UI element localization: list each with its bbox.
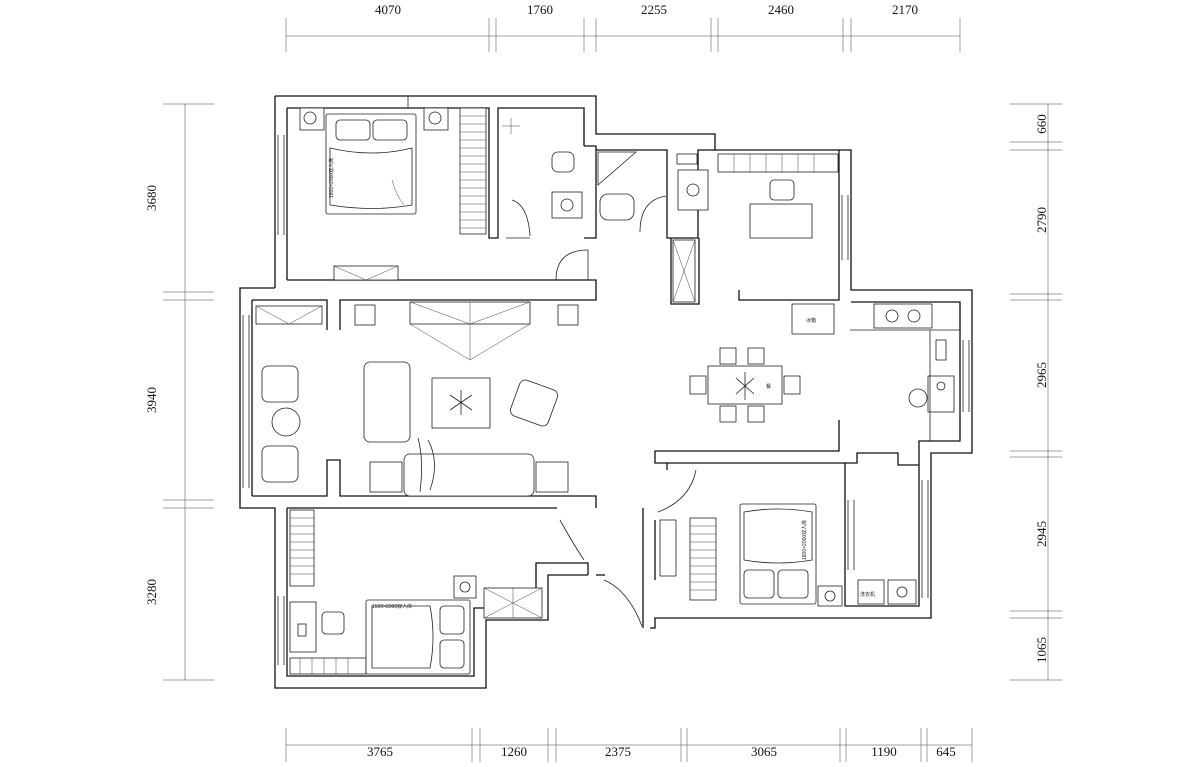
dim-left-3: 3280 bbox=[144, 579, 159, 605]
wardrobe-third bbox=[289, 509, 315, 587]
laundry-area: 洗衣机 bbox=[857, 579, 917, 605]
dim-right-5: 1065 bbox=[1034, 637, 1049, 663]
armchair-2 bbox=[261, 445, 299, 483]
lounge-chair bbox=[509, 379, 559, 427]
second-bedroom: 1800×2000双人床 bbox=[603, 469, 843, 627]
desk-chair-third bbox=[321, 611, 345, 635]
dim-bottom-4: 3065 bbox=[751, 744, 777, 759]
wardrobe-second bbox=[689, 517, 717, 601]
nightstand-right bbox=[423, 107, 449, 131]
master-bed bbox=[325, 113, 417, 215]
third-bed bbox=[365, 599, 471, 675]
dim-bottom-1: 3765 bbox=[367, 744, 393, 759]
dim-bottom-2: 1260 bbox=[501, 744, 527, 759]
fridge-label: 冰箱 bbox=[806, 317, 816, 324]
dim-bottom-6: 645 bbox=[936, 744, 956, 759]
dim-left-1: 3680 bbox=[144, 185, 159, 211]
wardrobe-master bbox=[459, 107, 487, 235]
study-desk-third bbox=[289, 601, 317, 653]
cook-figure bbox=[908, 388, 928, 408]
dim-right-3: 2965 bbox=[1034, 362, 1049, 388]
dimension-lines bbox=[163, 18, 1062, 762]
second-bed-label: 1800×2000双人床 bbox=[801, 520, 808, 560]
washing-machine bbox=[857, 579, 885, 605]
bathroom-2 bbox=[597, 151, 709, 303]
third-bed-label: 1500×2000双人床 bbox=[372, 603, 412, 610]
nightstand-left bbox=[299, 107, 325, 131]
dim-right-2: 2790 bbox=[1034, 207, 1049, 233]
second-bed bbox=[739, 503, 817, 605]
study-chair bbox=[769, 179, 795, 201]
armchair-1 bbox=[261, 365, 299, 403]
cooktop bbox=[873, 303, 933, 329]
side-table bbox=[271, 407, 301, 437]
toilet-2 bbox=[599, 193, 635, 221]
master-bedroom: 1800×2000双人床 bbox=[299, 107, 589, 281]
sink-1 bbox=[551, 191, 583, 219]
study bbox=[717, 153, 839, 239]
cabinet-left bbox=[255, 305, 323, 325]
study-desk bbox=[749, 203, 813, 239]
bathroom-1 bbox=[502, 118, 583, 239]
dimension-labels: 4070 1760 2255 2460 2170 3765 1260 2375 … bbox=[144, 2, 1049, 759]
windows bbox=[242, 96, 970, 665]
dining-label: 餐 bbox=[766, 383, 771, 390]
laundry-label: 洗衣机 bbox=[860, 591, 875, 598]
dim-left-2: 3940 bbox=[144, 387, 159, 413]
kitchen-sink bbox=[927, 375, 955, 413]
third-bedroom: 1500×2000双人床 bbox=[289, 509, 585, 675]
nightstand-second bbox=[817, 585, 843, 607]
dim-bottom-3: 2375 bbox=[605, 744, 631, 759]
dim-bottom-5: 1190 bbox=[871, 744, 897, 759]
dim-top-2: 1760 bbox=[527, 2, 553, 17]
dim-right-4: 2945 bbox=[1034, 521, 1049, 547]
end-table-left bbox=[369, 461, 403, 493]
dining-area: 餐 冰箱 bbox=[689, 303, 835, 423]
kitchen bbox=[850, 303, 960, 441]
dim-right-1: 660 bbox=[1034, 114, 1049, 134]
main-sofa bbox=[403, 453, 535, 497]
dim-top-3: 2255 bbox=[641, 2, 667, 17]
toilet-1 bbox=[551, 151, 575, 173]
living-room bbox=[255, 301, 579, 497]
dim-top-1: 4070 bbox=[375, 2, 401, 17]
dim-top-4: 2460 bbox=[768, 2, 794, 17]
dim-top-5: 2170 bbox=[892, 2, 918, 17]
low-cabinet bbox=[289, 657, 367, 675]
fridge bbox=[791, 303, 835, 335]
end-table-right bbox=[535, 461, 569, 493]
tv-cabinet-master bbox=[333, 265, 399, 281]
study-bookshelf bbox=[717, 153, 839, 173]
master-bed-label: 1800×2000双人床 bbox=[328, 158, 335, 198]
sofa-side bbox=[363, 361, 411, 443]
nightstand-third bbox=[453, 575, 477, 599]
shower-2 bbox=[597, 151, 638, 186]
sink-2 bbox=[677, 169, 709, 211]
